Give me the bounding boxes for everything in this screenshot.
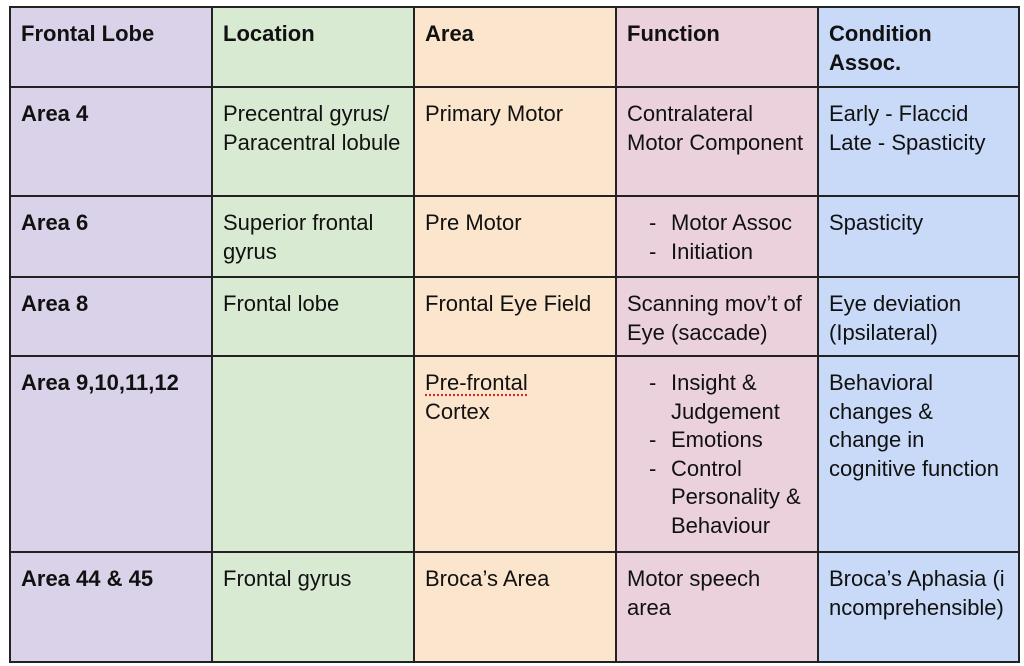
- condition-cell: Spasticity: [817, 195, 1020, 278]
- function-cell: Contralateral Motor Component: [615, 86, 819, 197]
- table-row: Area 8 Frontal lobe Frontal Eye Field Sc…: [9, 276, 1020, 357]
- header-function: Function: [615, 6, 819, 88]
- location-cell: [211, 355, 415, 553]
- location-cell: Frontal lobe: [211, 276, 415, 357]
- header-frontal-lobe: Frontal Lobe: [9, 6, 213, 88]
- header-area: Area: [413, 6, 617, 88]
- location-cell: Superior frontal gyrus: [211, 195, 415, 278]
- table-row: Area 9,10,11,12 Pre-frontal Cortex Insig…: [9, 355, 1020, 553]
- region-cell: Pre Motor: [413, 195, 617, 278]
- area-label: Area 9,10,11,12: [9, 355, 213, 553]
- function-list-item: Initiation: [647, 238, 807, 267]
- area-label: Area 44 & 45: [9, 551, 213, 663]
- header-location: Location: [211, 6, 415, 88]
- table-row: Area 6 Superior frontal gyrus Pre Motor …: [9, 195, 1020, 278]
- function-cell: Insight & Judgement Emotions Control Per…: [615, 355, 819, 553]
- condition-line: Late - Spasticity: [829, 129, 986, 155]
- condition-line: Early - Flaccid: [829, 101, 969, 126]
- region-cell: Primary Motor: [413, 86, 617, 197]
- function-list-item: Motor Assoc: [647, 209, 807, 238]
- condition-cell: Early - Flaccid Late - Spasticity: [817, 86, 1020, 197]
- frontal-lobe-table: Frontal Lobe Location Area Function Cond…: [9, 6, 1020, 663]
- header-row: Frontal Lobe Location Area Function Cond…: [9, 6, 1020, 88]
- function-list-item: Emotions: [647, 426, 807, 455]
- region-cell: Broca’s Area: [413, 551, 617, 663]
- table-row: Area 4 Precentral gyrus/ Paracentral lob…: [9, 86, 1020, 197]
- table-row: Area 44 & 45 Frontal gyrus Broca’s Area …: [9, 551, 1020, 663]
- location-cell: Precentral gyrus/ Paracentral lobule: [211, 86, 415, 197]
- function-list: Insight & Judgement Emotions Control Per…: [627, 369, 807, 540]
- function-list-item: Control Personality & Behaviour: [647, 455, 807, 541]
- function-cell: Scanning mov’t of Eye (saccade): [615, 276, 819, 357]
- area-label: Area 4: [9, 86, 213, 197]
- header-condition-assoc: Condition Assoc.: [817, 6, 1020, 88]
- area-label: Area 6: [9, 195, 213, 278]
- location-cell: Frontal gyrus: [211, 551, 415, 663]
- function-cell: Motor Assoc Initiation: [615, 195, 819, 278]
- function-list: Motor Assoc Initiation: [627, 209, 807, 266]
- condition-cell: Behavioral changes & change in cognitive…: [817, 355, 1020, 553]
- spellcheck-flagged-word: Pre-frontal: [425, 370, 528, 395]
- region-line: Cortex: [425, 398, 490, 424]
- condition-cell: Broca’s Aphasia (incomprehensible): [817, 551, 1020, 663]
- function-cell: Motor speech area: [615, 551, 819, 663]
- region-cell: Pre-frontal Cortex: [413, 355, 617, 553]
- area-label: Area 8: [9, 276, 213, 357]
- region-cell: Frontal Eye Field: [413, 276, 617, 357]
- function-list-item: Insight & Judgement: [647, 369, 807, 426]
- condition-cell: Eye deviation (Ipsilateral): [817, 276, 1020, 357]
